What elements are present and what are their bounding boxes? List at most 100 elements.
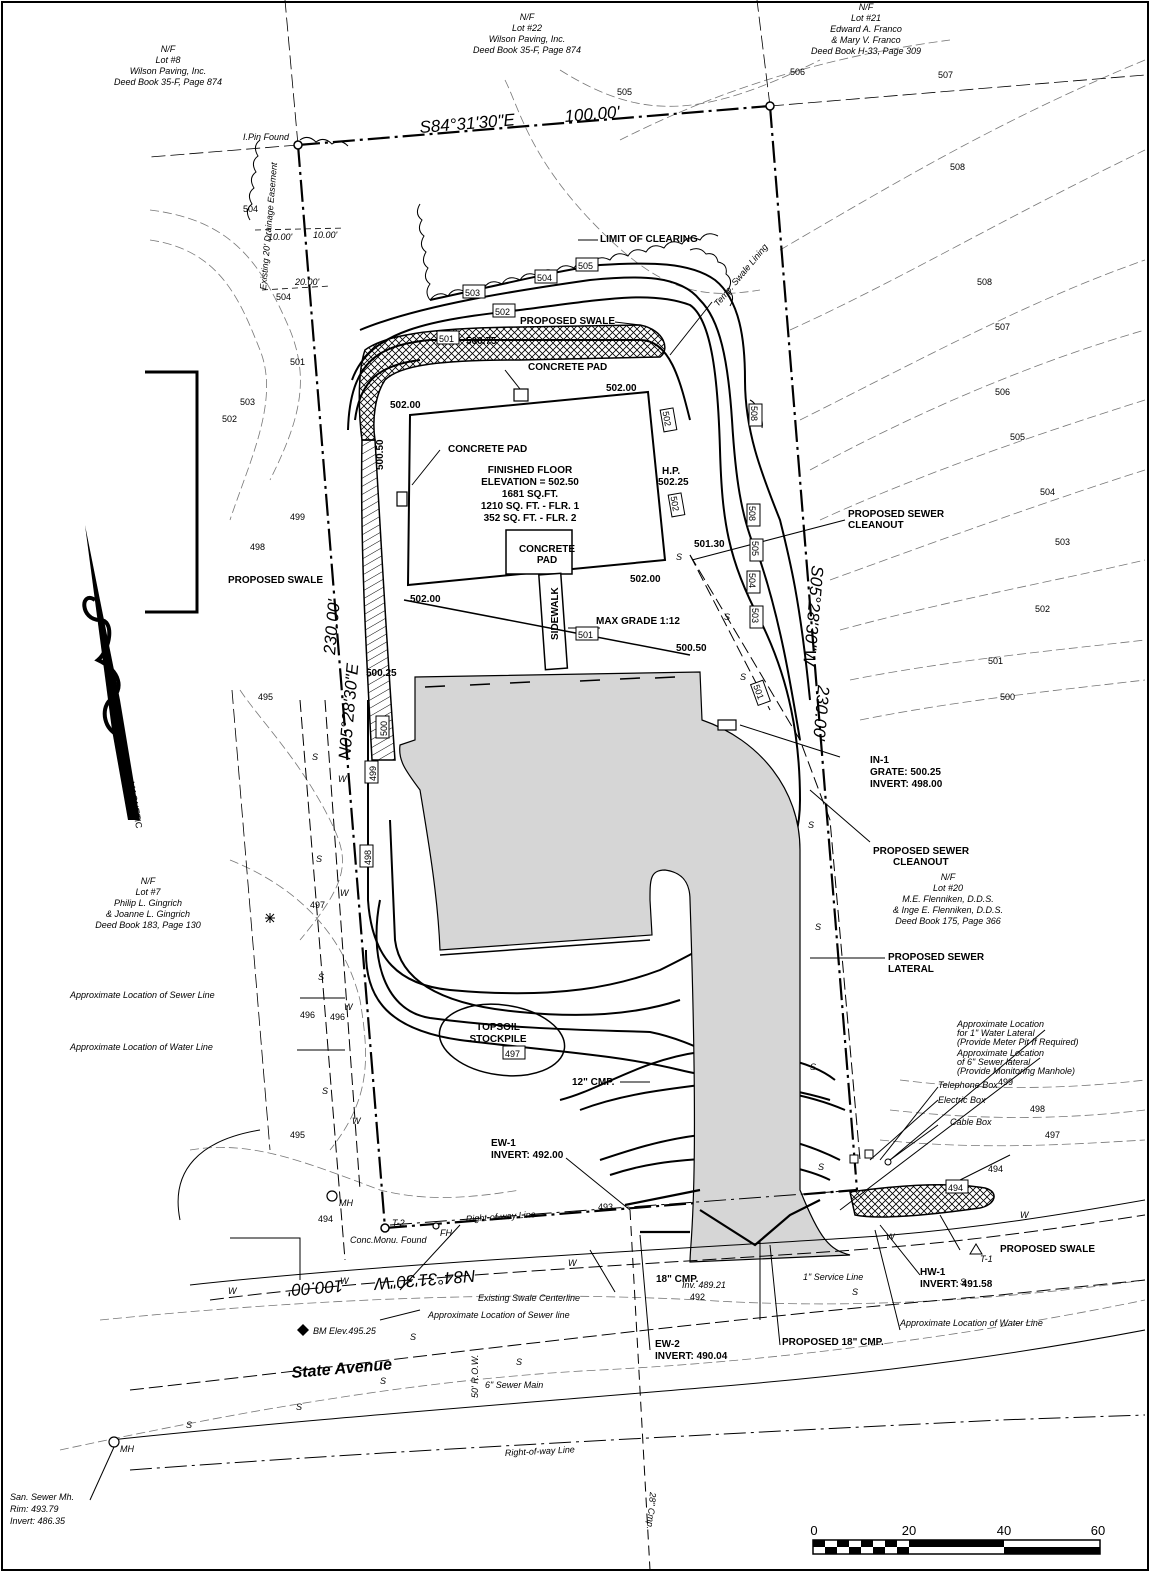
- svg-text:for 1" Water Lateral: for 1" Water Lateral: [957, 1028, 1036, 1038]
- svg-text:S: S: [380, 1376, 386, 1386]
- svg-text:S: S: [818, 1162, 824, 1172]
- box-500: 500: [379, 721, 389, 736]
- distance-north: 100.00': [564, 102, 621, 126]
- cable-box: [884, 1158, 892, 1166]
- box-504-b: 504: [747, 573, 757, 588]
- cmp18-label-1: 18" CMP.: [656, 1274, 699, 1285]
- spot-elev-1: 502.00: [390, 400, 421, 411]
- svg-text:Invert: 486.35: Invert: 486.35: [10, 1516, 66, 1526]
- bearing-west: N05°28'30"E: [335, 662, 362, 760]
- svg-text:& Inge E. Flenniken, D.D.S.: & Inge E. Flenniken, D.D.S.: [893, 905, 1003, 915]
- row-top-label: Right-of-way Line: [465, 1209, 536, 1224]
- cleanout1-label-1: PROPOSED SEWER: [848, 509, 945, 520]
- proposed-swale-hatch-left: [360, 439, 396, 761]
- svg-text:W: W: [228, 1286, 238, 1296]
- water-lateral-note: Approximate Location for 1" Water Latera…: [956, 1019, 1079, 1047]
- concrete-pad-mid-label-2: PAD: [537, 555, 557, 566]
- box-497: 497: [505, 1049, 520, 1059]
- electric-box-label: Electric Box: [938, 1095, 986, 1105]
- svg-text:Wilson Paving, Inc.: Wilson Paving, Inc.: [489, 34, 565, 44]
- contour-499-c: 499: [998, 1077, 1013, 1087]
- svg-text:& Mary V. Franco: & Mary V. Franco: [831, 35, 900, 45]
- drainage-easement: [254, 227, 346, 291]
- box-508: 508: [749, 406, 759, 421]
- box-494: 494: [948, 1183, 963, 1193]
- triangle-t1: [969, 1243, 983, 1255]
- scale-bar: 0 20 40 60: [810, 1523, 1105, 1555]
- leader-lines: [89, 239, 1046, 1501]
- svg-text:S: S: [322, 1086, 328, 1096]
- boxed-contour-labels: 505 504 503 502 501 502 502 501 500 499 …: [359, 257, 969, 1194]
- ew2-label-1: EW-2: [655, 1339, 680, 1350]
- contour-494: 494: [318, 1214, 333, 1224]
- cmp28-label: 28" Cmp.: [645, 1491, 658, 1530]
- existing-contour-labels: 504 505 506 507 508 508 507 506 505 504 …: [222, 67, 1070, 1302]
- contour-492: 492: [690, 1292, 705, 1302]
- cleanout2-label-1: PROPOSED SEWER: [873, 846, 970, 857]
- existing-contours: [59, 39, 1146, 1451]
- ew1-label-2: INVERT: 492.00: [491, 1150, 564, 1161]
- svg-text:Edward A. Franco: Edward A. Franco: [830, 24, 902, 34]
- svg-text:FINISHED FLOOR: FINISHED FLOOR: [488, 465, 573, 476]
- neighbor-lot22: N/F Lot #22 Wilson Paving, Inc. Deed Boo…: [473, 12, 581, 55]
- parking-stripes: [424, 676, 676, 956]
- concrete-pad-left-label: CONCRETE PAD: [448, 444, 527, 455]
- concrete-pad-front: [505, 529, 573, 575]
- contour-505-b: 505: [1010, 432, 1025, 442]
- topsoil-label-2: STOCKPILE: [469, 1034, 526, 1045]
- svg-text:Lot #7: Lot #7: [135, 887, 161, 897]
- contour-503-c: 503: [240, 397, 255, 407]
- svg-text:W: W: [340, 888, 350, 898]
- box-502-b: 502: [661, 410, 673, 427]
- topsoil-stockpile-outline: [438, 1003, 566, 1077]
- high-point-label-1: H.P.: [662, 466, 680, 477]
- spot-elev-6: 500.50: [676, 643, 707, 654]
- row-width-label: 50' R.O.W.: [470, 1355, 480, 1398]
- temp-swale-lining-label: Temp. Swale Lining: [712, 242, 770, 308]
- proposed-swale-left-label: PROPOSED SWALE: [228, 575, 323, 586]
- paved-parking-area: [399, 671, 851, 1263]
- svg-text:S: S: [186, 1420, 192, 1430]
- box-503: 503: [465, 288, 480, 298]
- approx-sewer2-label: Approximate Location of Sewer line: [427, 1310, 570, 1320]
- svg-text:N/F: N/F: [859, 2, 874, 12]
- bm-label: BM Elev.495.25: [313, 1326, 377, 1336]
- svg-text:Approximate Location: Approximate Location: [956, 1048, 1044, 1058]
- in1-label-1: IN-1: [870, 755, 889, 766]
- conc-monu-label: Conc.Monu. Found: [350, 1235, 428, 1245]
- svg-text:Philip L. Gingrich: Philip L. Gingrich: [114, 898, 182, 908]
- contour-497: 497: [310, 900, 325, 910]
- contour-498: 498: [250, 542, 265, 552]
- contour-502: 502: [1035, 604, 1050, 614]
- cable-box-label: Cable Box: [950, 1117, 992, 1127]
- contour-504: 504: [243, 204, 258, 214]
- box-501-c: 501: [751, 683, 766, 701]
- telephone-box: [849, 1154, 859, 1164]
- svg-text:S: S: [815, 922, 821, 932]
- lateral-label-1: PROPOSED SEWER: [888, 952, 985, 963]
- svg-text:S: S: [676, 552, 682, 562]
- svg-text:S: S: [312, 752, 318, 762]
- max-grade-label: MAX GRADE 1:12: [596, 616, 680, 627]
- svg-text:352 SQ. FT. - FLR. 2: 352 SQ. FT. - FLR. 2: [484, 513, 577, 524]
- svg-text:& Joanne L. Gingrich: & Joanne L. Gingrich: [106, 909, 190, 919]
- svg-text:S: S: [810, 1062, 816, 1072]
- svg-text:Deed Book 183, Page 130: Deed Book 183, Page 130: [95, 920, 201, 930]
- high-point-label-2: 502.25: [658, 477, 689, 488]
- neighbor-lot20: N/F Lot #20 M.E. Flenniken, D.D.S. & Ing…: [893, 872, 1003, 926]
- corner-pin-ne: [765, 101, 775, 111]
- svg-text:San. Sewer Mh.: San. Sewer Mh.: [10, 1492, 74, 1502]
- box-499: 499: [368, 766, 378, 781]
- svg-text:Deed Book 175, Page 366: Deed Book 175, Page 366: [895, 916, 1001, 926]
- distance-south: 100.00': [287, 1276, 344, 1300]
- contour-495-c: 495: [290, 1130, 305, 1140]
- svg-text:N/F: N/F: [520, 12, 535, 22]
- approx-water-label: Approximate Location of Water Line: [69, 1042, 213, 1052]
- box-504: 504: [537, 273, 552, 283]
- svg-text:ELEVATION = 502.50: ELEVATION = 502.50: [481, 477, 579, 488]
- box-498: 498: [363, 850, 373, 865]
- svg-text:(Provide Monitoring Manhole): (Provide Monitoring Manhole): [957, 1066, 1075, 1076]
- svg-text:1210 SQ. FT. - FLR. 1: 1210 SQ. FT. - FLR. 1: [481, 501, 580, 512]
- box-501: 501: [439, 334, 454, 344]
- svg-text:Lot #21: Lot #21: [851, 13, 881, 23]
